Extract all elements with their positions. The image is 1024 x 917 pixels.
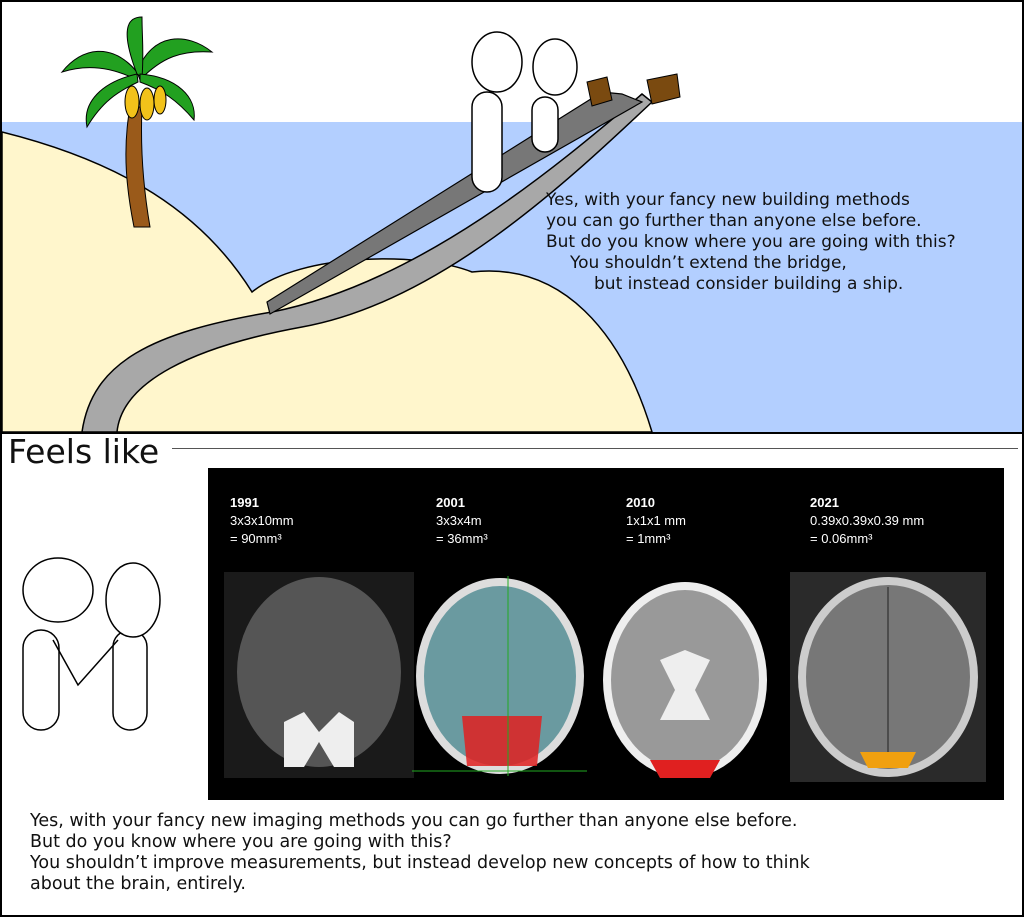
scan-label-2010: 2010 1x1x1 mm = 1mm³ [626, 494, 686, 548]
scan-year: 1991 [230, 495, 259, 510]
scan-year: 2001 [436, 495, 465, 510]
scan-volume: = 36mm³ [436, 531, 488, 546]
top-caption-line: but instead consider building a ship. [594, 274, 904, 294]
two-characters [22, 557, 161, 731]
divider [172, 448, 1018, 449]
brain-scan-2010 [603, 582, 767, 778]
mri-comparison-panel: 1991 3x3x10mm = 90mm³ 2001 3x3x4m = 36mm… [208, 468, 1004, 800]
bottom-caption-line: But do you know where you are going with… [30, 832, 452, 852]
brain-scan-2021 [790, 572, 986, 782]
palm-leaves [60, 16, 214, 129]
brain-scan-1991 [224, 572, 414, 778]
scan-label-1991: 1991 3x3x10mm = 90mm³ [230, 494, 294, 548]
scan-resolution: 1x1x1 mm [626, 513, 686, 528]
bananas [124, 85, 167, 121]
palm-trunk [125, 106, 151, 228]
scan-label-2001: 2001 3x3x4m = 36mm³ [436, 494, 488, 548]
bottom-caption-line: about the brain, entirely. [30, 874, 246, 894]
feels-like-heading: Feels like [8, 432, 160, 471]
bridge-road [81, 93, 654, 432]
scan-label-2021: 2021 0.39x0.39x0.39 mm = 0.06mm³ [810, 494, 924, 548]
scan-volume: = 90mm³ [230, 531, 282, 546]
bottom-caption-line: You shouldn’t improve measurements, but … [30, 853, 810, 873]
bridge-planks [586, 73, 681, 107]
scan-year: 2010 [626, 495, 655, 510]
top-caption-line: But do you know where you are going with… [546, 232, 956, 252]
characters [471, 31, 578, 193]
bottom-caption-line: Yes, with your fancy new imaging methods… [30, 811, 798, 831]
scan-resolution: 0.39x0.39x0.39 mm [810, 513, 925, 528]
top-panel: Yes, with your fancy new building method… [2, 2, 1022, 434]
scan-volume: = 0.06mm³ [810, 531, 873, 546]
top-caption-line: You shouldn’t extend the bridge, [570, 253, 847, 273]
top-caption-line: you can go further than anyone else befo… [546, 211, 922, 231]
island-bridge-illustration [2, 16, 1022, 432]
scan-year: 2021 [810, 495, 839, 510]
bottom-caption: Yes, with your fancy new imaging methods… [30, 811, 810, 895]
brain-scan-2001 [412, 576, 587, 776]
top-caption: Yes, with your fancy new building method… [546, 190, 956, 295]
scan-resolution: 3x3x4m [436, 513, 482, 528]
scan-resolution: 3x3x10mm [230, 513, 294, 528]
scan-volume: = 1mm³ [626, 531, 671, 546]
top-caption-line: Yes, with your fancy new building method… [546, 190, 910, 210]
